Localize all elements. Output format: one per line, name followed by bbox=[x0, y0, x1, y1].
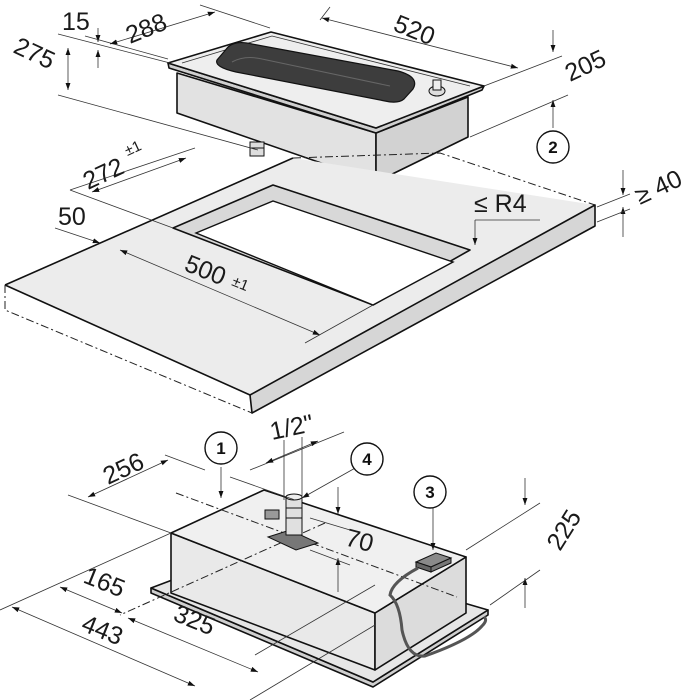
label-unit-length: 443 bbox=[78, 610, 127, 652]
label-body-height: 205 bbox=[561, 44, 611, 87]
cutout-width-tolerance: ±1 bbox=[229, 273, 251, 295]
label-corner-radius: ≤ R4 bbox=[474, 190, 527, 218]
label-front-offset: 50 bbox=[58, 203, 86, 231]
label-gas-side-pos: 165 bbox=[80, 562, 129, 604]
pan-well bbox=[216, 41, 416, 103]
cutout-depth-tolerance: ±1 bbox=[122, 137, 144, 159]
label-unit-height: 225 bbox=[541, 505, 587, 555]
gas-stub-icon bbox=[249, 141, 265, 157]
electrical-junction-box-icon bbox=[414, 552, 453, 573]
cutout-depth-value: 272 bbox=[79, 152, 129, 195]
appliance-top-view bbox=[167, 31, 485, 183]
dimension-lines bbox=[0, 4, 631, 700]
callout-4: 4 bbox=[350, 442, 384, 476]
callout-1-label: 1 bbox=[216, 439, 225, 458]
label-appliance-width: 520 bbox=[390, 10, 439, 52]
unit-top-face bbox=[170, 489, 467, 614]
callout-3-label: 3 bbox=[425, 483, 434, 502]
control-knob-icon bbox=[428, 79, 446, 97]
appliance-underside-view bbox=[119, 489, 489, 688]
callout-3: 3 bbox=[413, 475, 447, 509]
label-total-height: 275 bbox=[9, 32, 59, 75]
appliance-right-face bbox=[375, 96, 469, 183]
label-gas-thread: 1/2" bbox=[267, 409, 316, 445]
label-worktop-thickness: ≥ 40 bbox=[631, 165, 687, 211]
power-cable bbox=[388, 566, 488, 658]
label-plate-thickness: 15 bbox=[62, 8, 90, 36]
worktop-front-face bbox=[249, 204, 596, 414]
gas-plate bbox=[266, 529, 320, 551]
callout-4-label: 4 bbox=[362, 450, 372, 469]
label-gas-depth-pos: 256 bbox=[99, 447, 149, 490]
callout-2: 2 bbox=[536, 130, 570, 164]
callout-1: 1 bbox=[204, 431, 238, 465]
callout-2-label: 2 bbox=[548, 138, 557, 157]
label-appliance-depth: 288 bbox=[122, 8, 171, 50]
